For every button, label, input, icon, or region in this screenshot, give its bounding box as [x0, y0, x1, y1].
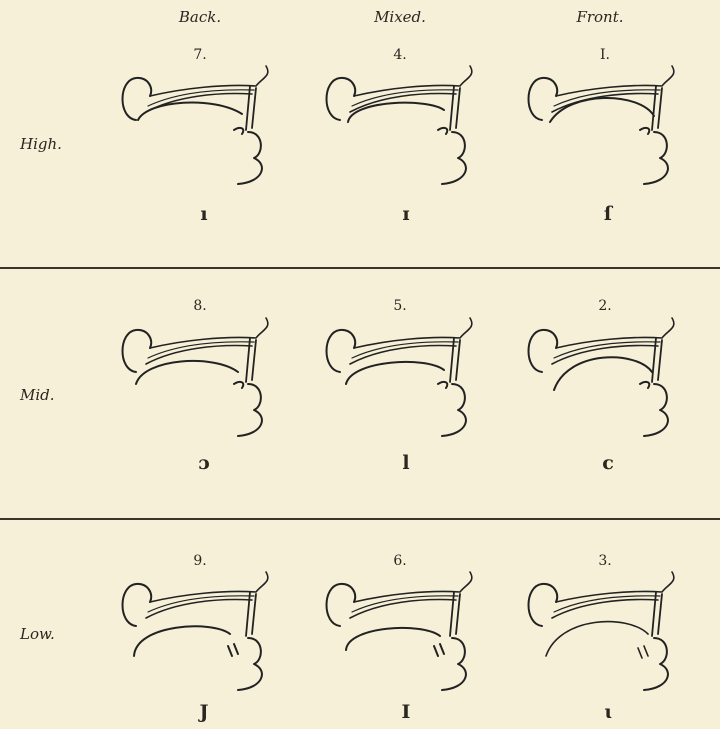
- column-header-mixed: Mixed.: [340, 8, 460, 26]
- row-label-mid: Mid.: [20, 386, 100, 404]
- mouth-diagram-mid-front: [520, 322, 680, 442]
- diagram-number-4: 4.: [370, 47, 430, 63]
- column-header-front: Front.: [540, 8, 660, 26]
- vowel-symbol-2: c: [588, 452, 628, 474]
- diagram-number-3: 3.: [575, 553, 635, 569]
- mouth-diagram-high-back: [114, 70, 274, 190]
- vowel-symbol-1: ſ: [588, 203, 628, 225]
- row-label-low: Low.: [20, 625, 100, 643]
- vowel-symbol-8: ɔ: [184, 452, 224, 474]
- diagram-number-7: 7.: [170, 47, 230, 63]
- vowel-symbol-5: l: [386, 452, 426, 474]
- mouth-diagram-mid-back: [114, 322, 274, 442]
- row-label-high: High.: [20, 135, 100, 153]
- mouth-diagram-low-back: [114, 576, 274, 696]
- mouth-diagram-mid-mixed: [318, 322, 478, 442]
- column-header-back: Back.: [140, 8, 260, 26]
- row-divider-2: [0, 518, 720, 520]
- row-divider-1: [0, 267, 720, 269]
- diagram-number-6: 6.: [370, 553, 430, 569]
- diagram-number-2: 2.: [575, 298, 635, 314]
- mouth-diagram-high-front: [520, 70, 680, 190]
- diagram-number-1: I.: [575, 47, 635, 63]
- diagram-number-9: 9.: [170, 553, 230, 569]
- vowel-symbol-9: J: [184, 701, 224, 723]
- diagram-number-8: 8.: [170, 298, 230, 314]
- vowel-symbol-7: ı: [184, 203, 224, 225]
- vowel-symbol-3: ɩ: [588, 701, 628, 723]
- diagram-number-5: 5.: [370, 298, 430, 314]
- vowel-symbol-6: I: [386, 701, 426, 723]
- mouth-diagram-low-mixed: [318, 576, 478, 696]
- mouth-diagram-low-front: [520, 576, 680, 696]
- mouth-diagram-high-mixed: [318, 70, 478, 190]
- vowel-symbol-4: ɪ: [386, 203, 426, 225]
